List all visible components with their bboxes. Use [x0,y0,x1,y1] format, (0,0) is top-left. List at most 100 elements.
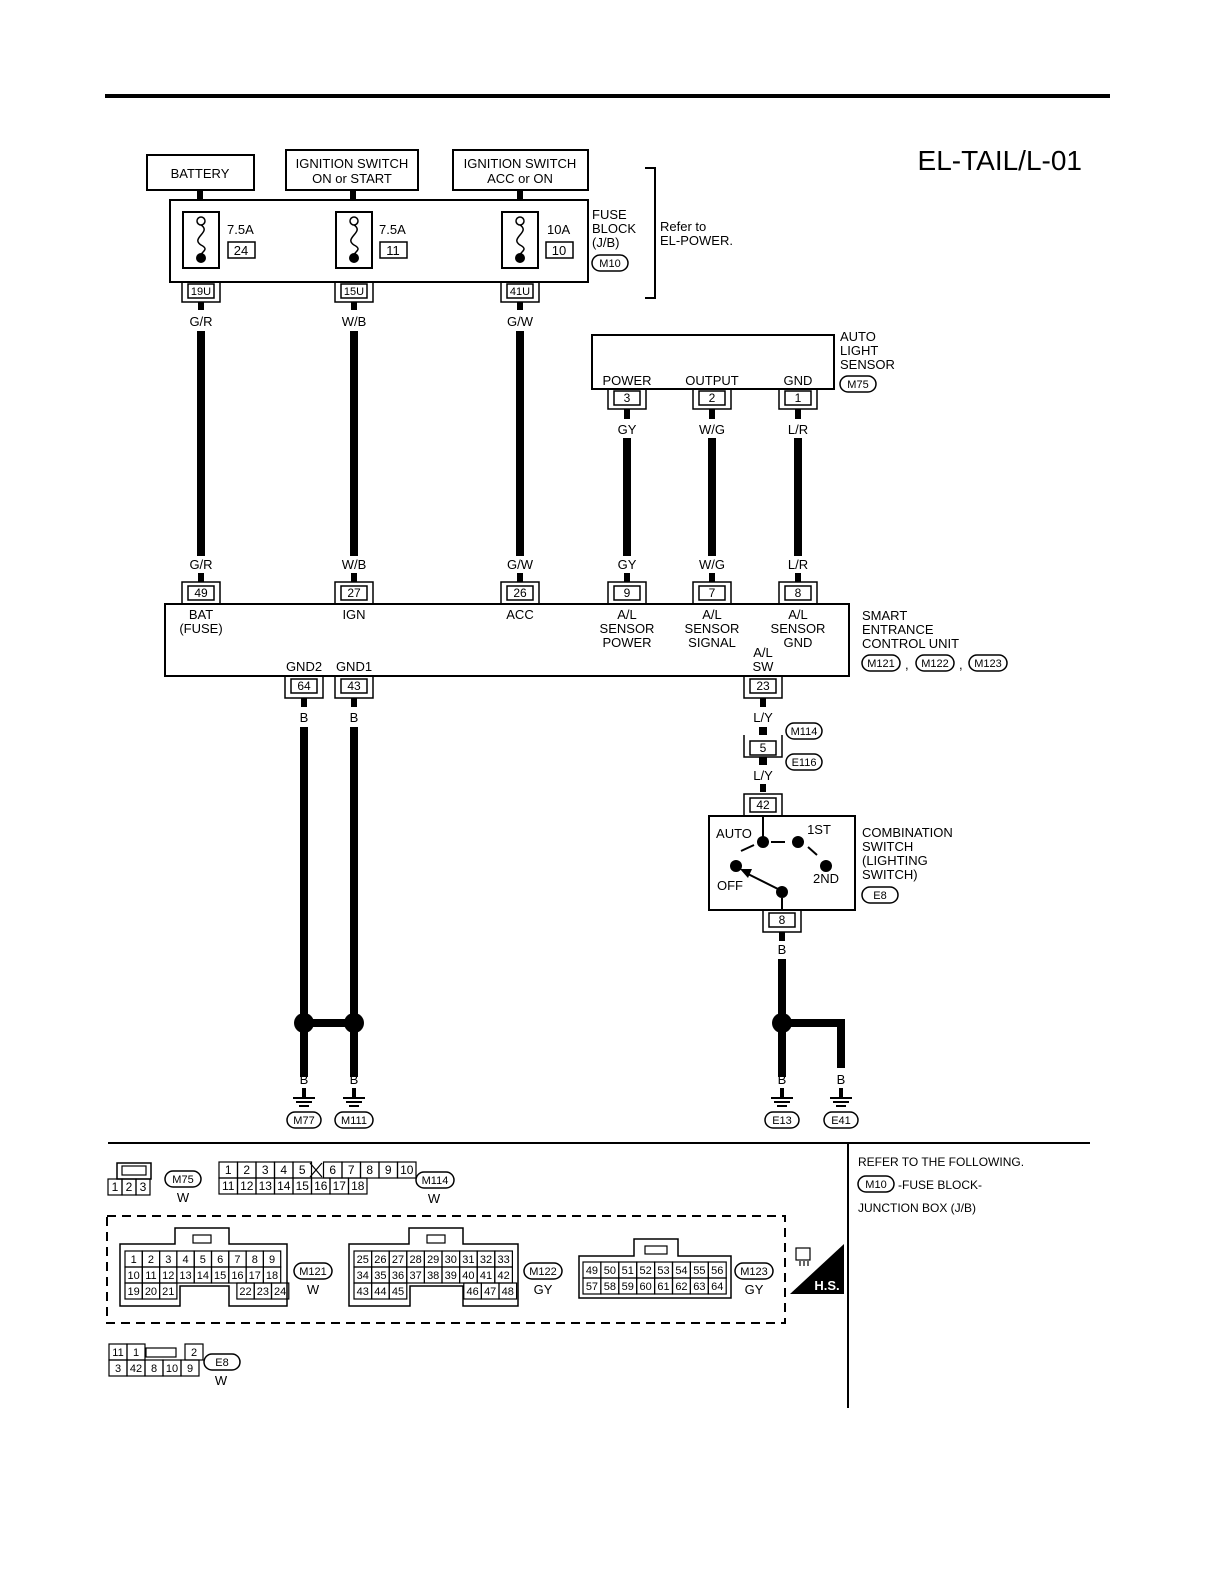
m114-pin-number: 8 [366,1163,373,1177]
fuse-block-label-2: BLOCK [592,221,636,236]
e8-color: W [215,1373,228,1388]
fuse-24-rating: 7.5A [227,222,254,237]
m121-pin-number: 4 [182,1254,188,1266]
m121-pin-number: 20 [145,1286,157,1298]
ground-e41-wire: B [837,1072,846,1087]
ground-m111: B M111 [334,1072,374,1129]
unit-pin-label-al-gnd-2: SENSOR [771,621,826,636]
wire-label-gnd2-b: B [300,710,309,725]
hs-badge-label: H.S. [814,1278,839,1293]
wire-gy [623,438,631,556]
m121-pin-number: 10 [128,1270,140,1282]
unit-connector-m121: M121 [867,658,895,670]
refer-label-2: EL-POWER. [660,233,733,248]
terminal-19u: 19U [181,282,221,303]
m123-id: M123 [740,1266,768,1278]
wire-label-switch-b: B [778,942,787,957]
m121-pin-number: 5 [200,1254,206,1266]
fuse-block-label-1: FUSE [592,207,627,222]
unit-pin-27: 27 [334,573,374,604]
wire-w-b [350,331,358,556]
wire-label-g-w-lower: G/W [507,557,534,572]
unit-pin-label-bat: BAT [189,607,213,622]
m123-pin-number: 52 [640,1265,652,1277]
smart-entrance-control-unit: BAT (FUSE) IGN ACC A/L SENSOR POWER A/L … [164,603,850,677]
m114-id: M114 [422,1175,449,1187]
unit-pin-9-label: 9 [624,586,631,600]
wire-label-w-g-upper: W/G [699,422,725,437]
m121-pin-number: 22 [239,1286,251,1298]
m122-pin-number: 25 [357,1254,369,1266]
m122-pin-number: 46 [466,1286,478,1298]
sensor-terminal-2: 2 [692,389,732,410]
m123-pin-number: 60 [640,1281,652,1293]
unit-pin-label-fuse: (FUSE) [179,621,222,636]
unit-pin-label-al-gnd-1: A/L [788,607,808,622]
m121-pin-cell [159,1282,178,1300]
m114-pin-number: 4 [280,1163,287,1177]
unit-pin-26-label: 26 [513,586,527,600]
sensor-pin-output-label: OUTPUT [685,373,739,388]
m122-pin-number: 38 [427,1270,439,1282]
unit-pin-49-label: 49 [194,586,208,600]
m122-pin-number: 41 [480,1270,492,1282]
fuse-block: 7.5A 24 7.5A 11 10A 10 [169,199,589,283]
fuse-10-rating: 10A [547,222,570,237]
sensor-terminal-3-label: 3 [624,391,631,405]
m114-pin-number: 6 [329,1163,336,1177]
switch-contact-off [730,860,742,872]
unit-title-2: ENTRANCE [862,622,934,637]
m121-pin-number: 15 [214,1270,226,1282]
switch-contact-2nd [820,860,832,872]
switch-position-2nd: 2ND [813,871,839,886]
m123-color: GY [745,1282,764,1297]
m122-pin-number: 28 [409,1254,421,1266]
fuse-10: 10A 10 [501,211,574,269]
m123-pin-number: 50 [604,1265,616,1277]
m123-pin-number: 56 [711,1265,723,1277]
unit-pin-8: 8 [778,573,818,604]
joint-number: 5 [760,741,767,755]
joint-connector-top: M114 [791,726,818,738]
m122-pin-number: 27 [392,1254,404,1266]
header-rule [105,94,1110,98]
unit-pin-23: 23 [743,676,783,707]
m75-pin-cell [135,1178,151,1196]
e8-pin-number: 10 [166,1363,178,1375]
ignition-on-start-box: IGNITION SWITCH ON or START [285,149,419,191]
joint-connector-5: 5 [743,735,783,758]
m114-pin-number: 12 [240,1179,254,1193]
unit-pin-64-label: 64 [297,679,311,693]
joint-connector-bottom: E116 [792,757,817,769]
m121-pin-number: 11 [145,1270,156,1282]
fuse-block-connector-tag: M10 [591,254,629,272]
m122-pin-cell [388,1282,408,1300]
terminal-41u-label: 41U [510,286,530,298]
m114-pin-number: 7 [348,1163,355,1177]
switch-pin-8-label: 8 [779,913,786,927]
unit-pin-43: 43 [334,676,374,707]
switch-position-auto: AUTO [716,826,752,841]
m123-pin-number: 61 [657,1281,669,1293]
m114-key-mark [309,1162,323,1178]
m121-pin-number: 14 [197,1270,209,1282]
sensor-connector: M75 [847,379,868,391]
wire-label-gnd1-b: B [350,710,359,725]
switch-lever-arrow [740,869,752,878]
switch-lever [745,872,781,891]
switch-position-off: OFF [717,878,743,893]
joint-connector-m114-tag: M114 [785,722,823,740]
e8-id: E8 [215,1357,228,1369]
m123-pin-number: 54 [675,1265,687,1277]
switch-title-2: SWITCH [862,839,913,854]
unit-pin-label-gnd2: GND2 [286,659,322,674]
connector-group-dashed-box [106,1215,786,1324]
wire-g-w [516,331,524,556]
m121-pin-number: 19 [128,1286,140,1298]
joint-connector-e116-tag: E116 [785,753,823,771]
unit-pin-7: 7 [692,573,732,604]
m122-pin-number: 29 [427,1254,439,1266]
